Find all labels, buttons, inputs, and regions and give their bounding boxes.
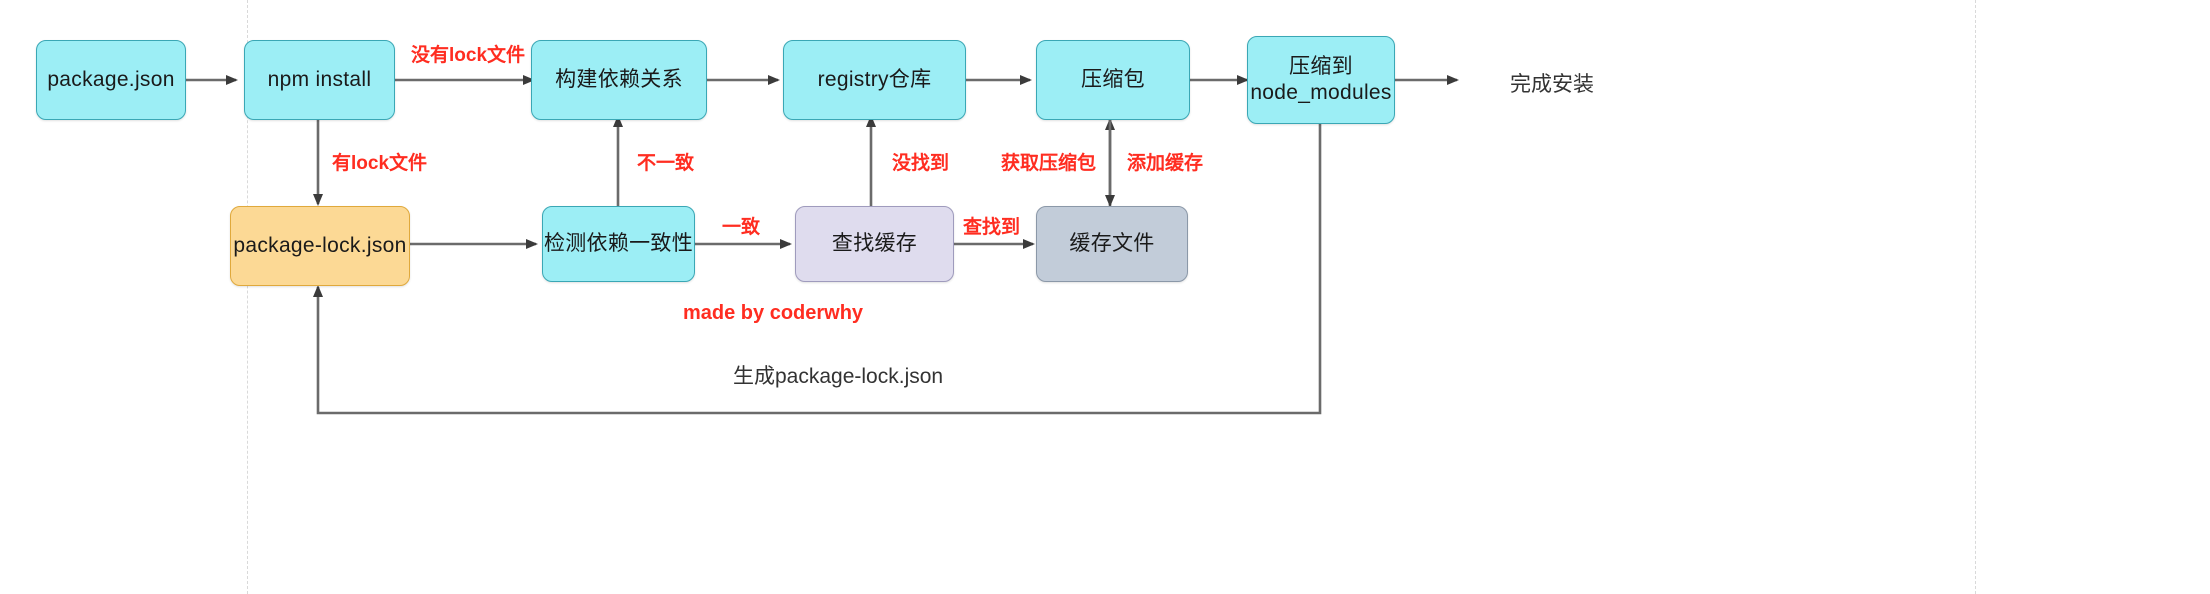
edge-label-fetch-tarball: 获取压缩包	[1001, 148, 1096, 175]
node-label: 压缩到 node_modules	[1250, 54, 1392, 104]
edge-label-consistent: 一致	[722, 212, 760, 239]
watermark-text: made by coderwhy	[683, 302, 864, 324]
edge-label-not-found: 没找到	[892, 148, 949, 175]
edge-label-text: 一致	[722, 217, 761, 238]
edge-label-no-lock-file: 没有lock文件	[411, 40, 525, 67]
node-label: package.json	[47, 67, 175, 91]
edge-label-inconsistent: 不一致	[637, 148, 694, 175]
node-label: 查找缓存	[831, 231, 918, 255]
node-extract-node-modules[interactable]: 压缩到 node_modules	[1247, 36, 1395, 124]
edge-label-text: 没找到	[892, 153, 950, 174]
edge-label-text: 没有lock文件	[411, 45, 526, 66]
edge-label-text: 添加缓存	[1127, 153, 1204, 174]
node-package-lock-json[interactable]: package-lock.json	[230, 206, 410, 286]
edge-label-found: 查找到	[963, 212, 1020, 239]
node-tarball[interactable]: 压缩包	[1036, 40, 1190, 120]
guide-line-right	[1975, 0, 1976, 594]
node-npm-install[interactable]: npm install	[244, 40, 395, 120]
edge-label-text: 生成package-lock.json	[733, 365, 944, 388]
node-label: 压缩包	[1081, 67, 1145, 91]
node-label: package-lock.json	[233, 233, 407, 257]
edge-label-add-cache: 添加缓存	[1127, 148, 1203, 175]
node-package-json[interactable]: package.json	[36, 40, 186, 120]
node-label: registry仓库	[817, 67, 932, 91]
node-registry[interactable]: registry仓库	[783, 40, 966, 120]
edge-label-text: 不一致	[637, 153, 695, 174]
edge-label-text: 有lock文件	[332, 153, 428, 174]
terminal-text: 完成安装	[1510, 73, 1594, 96]
node-label: 检测依赖一致性	[543, 231, 694, 255]
edge-label-text: 获取压缩包	[1001, 153, 1097, 174]
guide-line-left	[247, 0, 248, 594]
edge-label-generate-lock: 生成package-lock.json	[733, 360, 943, 390]
edge-label-text: 查找到	[963, 217, 1021, 238]
node-check-consistency[interactable]: 检测依赖一致性	[542, 206, 695, 282]
edge-label-has-lock-file: 有lock文件	[332, 148, 427, 175]
node-label: 构建依赖关系	[555, 67, 683, 91]
node-find-cache[interactable]: 查找缓存	[795, 206, 954, 282]
node-build-deps[interactable]: 构建依赖关系	[531, 40, 707, 120]
node-label: npm install	[267, 67, 372, 91]
node-cache-file[interactable]: 缓存文件	[1036, 206, 1188, 282]
watermark-credit: made by coderwhy	[683, 302, 863, 325]
terminal-label-finish: 完成安装	[1510, 68, 1594, 98]
node-label: 缓存文件	[1069, 231, 1155, 255]
